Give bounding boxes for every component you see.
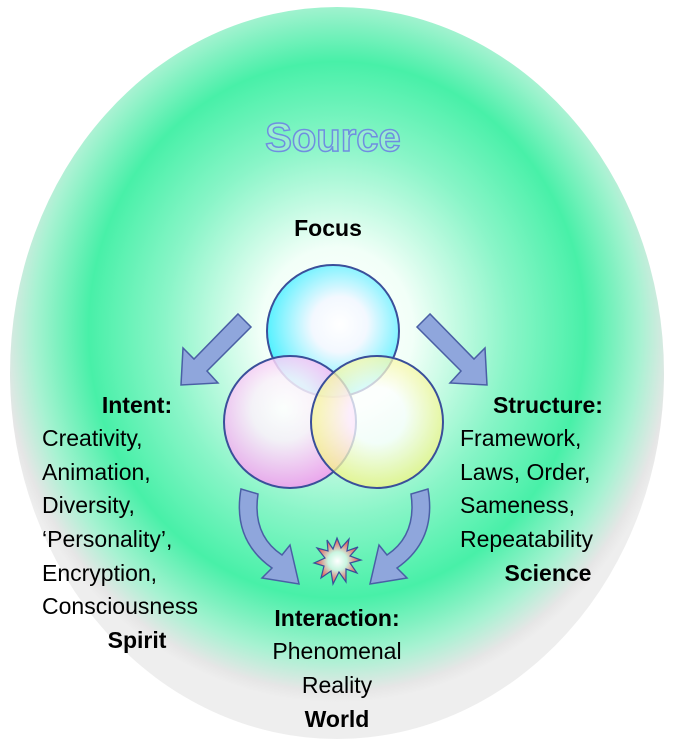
- interaction-footer: World: [305, 706, 370, 732]
- structure-title: Structure:: [493, 392, 603, 418]
- intent-line: Consciousness: [42, 593, 198, 619]
- structure-footer: Science: [505, 560, 592, 586]
- intent-line: Animation,: [42, 459, 151, 485]
- arrow-to-intent-icon: [180, 312, 253, 386]
- structure-line: Framework,: [460, 425, 581, 451]
- source-label: Source: [265, 116, 401, 160]
- intent-line: ‘Personality’,: [42, 526, 172, 552]
- structure-line: Sameness,: [460, 492, 575, 518]
- curved-arrow-left-icon: [238, 488, 300, 585]
- arrow-to-structure-icon: [415, 312, 488, 386]
- focus-label: Focus: [294, 215, 362, 241]
- structure-line: Repeatability: [460, 526, 593, 552]
- interaction-line: Reality: [302, 672, 373, 698]
- curved-arrow-right-icon: [369, 488, 431, 585]
- structure-line: Laws, Order,: [460, 459, 590, 485]
- structure-circle: [310, 355, 444, 489]
- interaction-burst-icon: [312, 536, 363, 586]
- intent-footer: Spirit: [108, 627, 167, 653]
- intent-title: Intent:: [102, 392, 172, 418]
- intent-line: Creativity,: [42, 425, 143, 451]
- interaction-line: Phenomenal: [272, 638, 401, 664]
- intent-line: Encryption,: [42, 560, 157, 586]
- interaction-title: Interaction:: [274, 605, 399, 631]
- intent-line: Diversity,: [42, 492, 135, 518]
